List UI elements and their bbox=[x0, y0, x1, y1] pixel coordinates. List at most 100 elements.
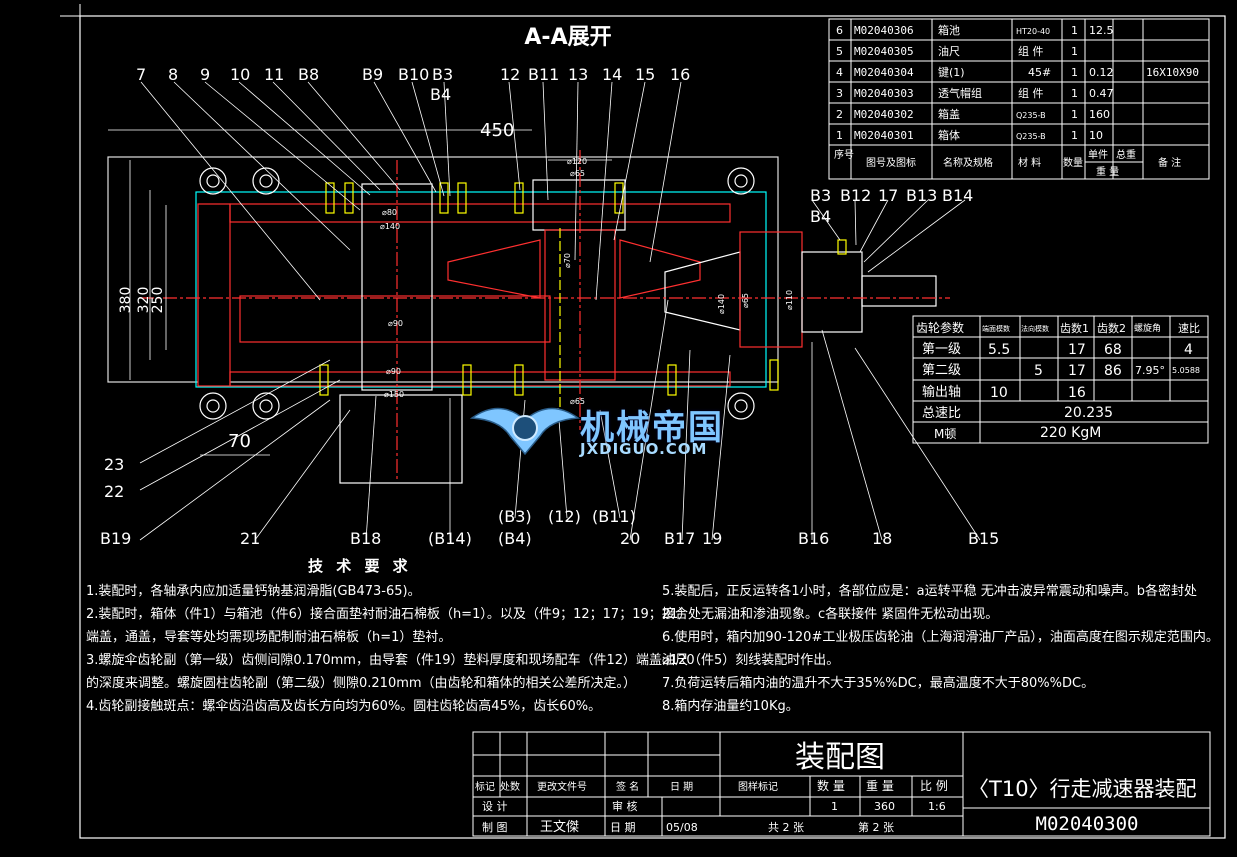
svg-text:审 核: 审 核 bbox=[612, 799, 638, 813]
dim-p140b: ⌀140 bbox=[717, 294, 726, 314]
svg-text:360: 360 bbox=[874, 800, 895, 813]
dimensions: 450 380 320 250 70 ⌀120 ⌀65 ⌀80 ⌀140 ⌀70… bbox=[118, 120, 794, 452]
svg-text:齿数2: 齿数2 bbox=[1097, 322, 1126, 335]
svg-text:10: 10 bbox=[1089, 129, 1103, 142]
svg-text:比 例: 比 例 bbox=[920, 779, 948, 793]
dim-p110: ⌀110 bbox=[785, 290, 794, 310]
svg-text:输出轴: 输出轴 bbox=[922, 384, 961, 400]
title-block bbox=[472, 731, 1211, 837]
svg-text:总重: 总重 bbox=[1116, 148, 1136, 161]
callout: B14 bbox=[942, 186, 973, 205]
svg-text:箱池: 箱池 bbox=[938, 23, 960, 37]
svg-text:设 计: 设 计 bbox=[482, 800, 508, 813]
svg-text:12.5: 12.5 bbox=[1089, 24, 1114, 37]
svg-text:5: 5 bbox=[836, 45, 843, 58]
dim-p70: ⌀70 bbox=[563, 253, 572, 268]
svg-text:日 期: 日 期 bbox=[610, 821, 636, 834]
svg-text:透气帽组: 透气帽组 bbox=[938, 86, 982, 100]
svg-text:端面模数: 端面模数 bbox=[982, 324, 1010, 333]
svg-text:数 量: 数 量 bbox=[817, 778, 845, 793]
svg-text:05/08: 05/08 bbox=[666, 821, 698, 834]
dim-320: 320 bbox=[136, 287, 152, 314]
svg-text:制 图: 制 图 bbox=[482, 821, 508, 834]
dim-p80: ⌀80 bbox=[382, 208, 397, 217]
dim-p90b: ⌀90 bbox=[386, 367, 401, 376]
dim-380: 380 bbox=[118, 287, 134, 314]
svg-text:45#: 45# bbox=[1028, 66, 1051, 79]
watermark-en: JXDIGUO.COM bbox=[580, 440, 708, 458]
callout: B19 bbox=[100, 529, 131, 548]
dim-450: 450 bbox=[480, 120, 514, 141]
svg-text:220 KgM: 220 KgM bbox=[1040, 425, 1101, 441]
winged-logo-icon bbox=[470, 407, 580, 456]
callout: 7 bbox=[136, 65, 146, 84]
svg-text:1: 1 bbox=[831, 800, 838, 813]
site-watermark: 机械帝国 JXDIGUO.COM bbox=[470, 398, 770, 468]
callout: 16 bbox=[670, 65, 690, 84]
svg-text:HT20-40: HT20-40 bbox=[1016, 27, 1050, 36]
callout: B12 bbox=[840, 186, 871, 205]
callout: 17 bbox=[878, 186, 898, 205]
svg-text:4: 4 bbox=[1184, 342, 1193, 358]
svg-text:M02040306: M02040306 bbox=[854, 24, 914, 37]
svg-text:组 件: 组 件 bbox=[1018, 44, 1044, 58]
callout: B8 bbox=[298, 65, 319, 84]
svg-text:处数: 处数 bbox=[500, 780, 520, 793]
svg-text:Q235-B: Q235-B bbox=[1016, 132, 1046, 141]
tech-req-line: 5.装配后，正反运转各1小时，各部位应是：a运转平稳 无冲击波异常震动和噪声。b… bbox=[662, 584, 1198, 599]
svg-text:M02040302: M02040302 bbox=[854, 108, 914, 121]
svg-text:10: 10 bbox=[990, 385, 1008, 401]
tech-req-line: 1.装配时，各轴承内应加适量钙钠基润滑脂(GB473-65)。 bbox=[86, 584, 421, 599]
svg-text:序号: 序号 bbox=[834, 148, 854, 161]
svg-text:箱体: 箱体 bbox=[938, 128, 960, 142]
svg-text:法向模数: 法向模数 bbox=[1021, 324, 1049, 333]
tech-req-line: 4.齿轮副接触斑点：螺伞齿沿齿高及齿长方向均为60%。圆柱齿轮齿高45%，齿长6… bbox=[86, 699, 602, 714]
callout: B3 bbox=[810, 186, 831, 205]
callout: 14 bbox=[602, 65, 622, 84]
svg-text:齿数1: 齿数1 bbox=[1060, 322, 1089, 335]
svg-text:17: 17 bbox=[1068, 342, 1086, 358]
callout: 13 bbox=[568, 65, 588, 84]
callout: 21 bbox=[240, 529, 260, 548]
watermark-cn: 机械帝国 bbox=[580, 408, 724, 448]
svg-text:材 料: 材 料 bbox=[1018, 156, 1041, 169]
svg-text:共 2 张: 共 2 张 bbox=[768, 821, 804, 834]
svg-text:第 2 张: 第 2 张 bbox=[858, 820, 894, 834]
svg-text:总速比: 总速比 bbox=[922, 406, 961, 421]
product-name: 〈T10〉行走减速器装配 bbox=[968, 777, 1197, 801]
callout: 12 bbox=[500, 65, 520, 84]
svg-text:重 量: 重 量 bbox=[1096, 165, 1119, 178]
svg-text:86: 86 bbox=[1104, 363, 1122, 379]
callout: 10 bbox=[230, 65, 250, 84]
svg-text:速比: 速比 bbox=[1178, 322, 1200, 335]
svg-text:1: 1 bbox=[1071, 87, 1078, 100]
svg-text:1:6: 1:6 bbox=[928, 800, 946, 813]
svg-text:M02040303: M02040303 bbox=[854, 87, 914, 100]
callout: 8 bbox=[168, 65, 178, 84]
svg-text:17: 17 bbox=[1068, 363, 1086, 379]
svg-text:4: 4 bbox=[836, 66, 843, 79]
svg-text:标记: 标记 bbox=[475, 781, 495, 793]
svg-text:6: 6 bbox=[836, 24, 843, 37]
dim-p65c: ⌀65 bbox=[741, 293, 750, 308]
svg-text:5.0588: 5.0588 bbox=[1172, 366, 1200, 375]
callouts-right: B3 B12 17 B13 B14 B4 bbox=[810, 186, 973, 226]
svg-text:16X10X90: 16X10X90 bbox=[1146, 66, 1199, 79]
svg-text:数量: 数量 bbox=[1063, 156, 1083, 169]
svg-text:重 量: 重 量 bbox=[866, 779, 894, 793]
tech-req-line: 油尺（件5）刻线装配时作出。 bbox=[662, 653, 840, 668]
tech-req-right: 5.装配后，正反运转各1小时，各部位应是：a运转平稳 无冲击波异常震动和噪声。b… bbox=[662, 580, 1219, 718]
callout: (B14) bbox=[428, 529, 472, 548]
dim-p140a: ⌀140 bbox=[380, 222, 400, 231]
svg-text:3: 3 bbox=[836, 87, 843, 100]
dim-p65b: ⌀65 bbox=[570, 397, 585, 406]
callout: B15 bbox=[968, 529, 999, 548]
svg-text:螺旋角: 螺旋角 bbox=[1134, 322, 1161, 334]
parts-table bbox=[828, 18, 1210, 180]
